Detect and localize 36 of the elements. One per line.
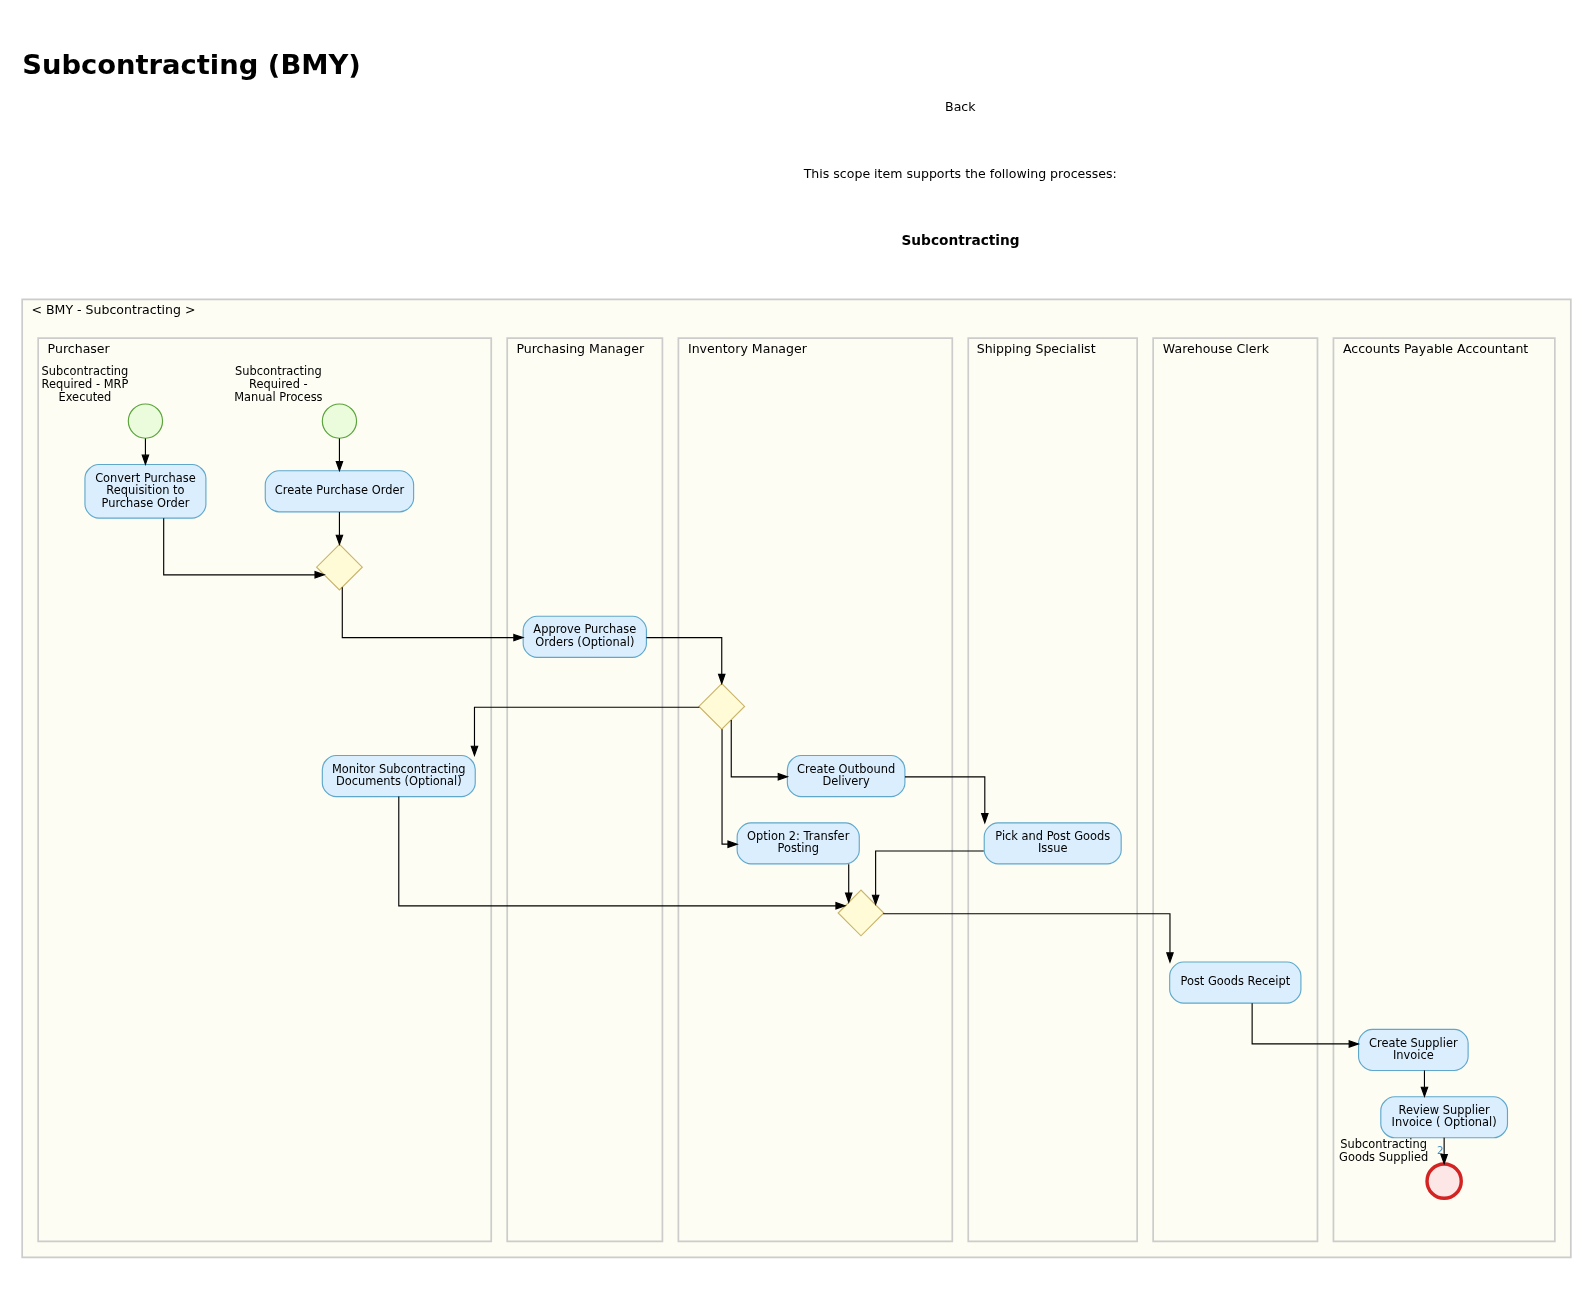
arrow	[882, 912, 1174, 964]
node-label: Subcontracting Goods Supplied	[1339, 1136, 1429, 1164]
arrow	[335, 437, 344, 472]
arrow	[645, 636, 726, 685]
edge-label: 2	[1436, 1143, 1444, 1156]
node-box: Create Supplier Invoice	[1358, 1028, 1469, 1071]
arrow	[398, 795, 847, 910]
label: Back	[945, 98, 976, 114]
node-circle	[321, 402, 358, 439]
label: This scope item supports the following processes:	[803, 165, 1117, 181]
arrow	[1440, 1136, 1449, 1165]
node-box: Review Supplier Invoice ( Optional)	[1380, 1095, 1509, 1138]
arrow	[730, 718, 790, 781]
node-label: Subcontracting Required - Manual Process	[234, 363, 323, 404]
node-label: Subcontracting Required - MRP Executed	[41, 363, 129, 404]
node-box: Post Goods Receipt	[1169, 960, 1302, 1004]
arrow	[1251, 1002, 1361, 1048]
arrow	[470, 706, 700, 757]
arrow	[335, 510, 344, 546]
arrow	[904, 775, 989, 824]
diagram-title: Subcontracting (BMY)	[22, 48, 361, 80]
arrow	[721, 728, 739, 848]
node-circle	[127, 402, 164, 439]
label: Subcontracting	[901, 231, 1020, 248]
node-diamond	[698, 682, 746, 730]
node-box: Option 2: Transfer Posting	[736, 821, 860, 864]
arrow	[871, 849, 985, 906]
node-box: Monitor Subcontracting Documents (Optional)	[321, 754, 476, 797]
node-box: Create Outbound Delivery	[786, 754, 906, 797]
arrow	[844, 863, 853, 904]
node-box: Pick and Post Goods Issue	[983, 821, 1122, 864]
arrow	[341, 586, 525, 642]
node-box: Approve Purchase Orders (Optional)	[522, 615, 647, 658]
node-box: Convert Purchase Requisition to Purchase Order	[84, 463, 207, 519]
arrow	[163, 517, 326, 579]
node-box: Create Purchase Order	[264, 469, 415, 512]
